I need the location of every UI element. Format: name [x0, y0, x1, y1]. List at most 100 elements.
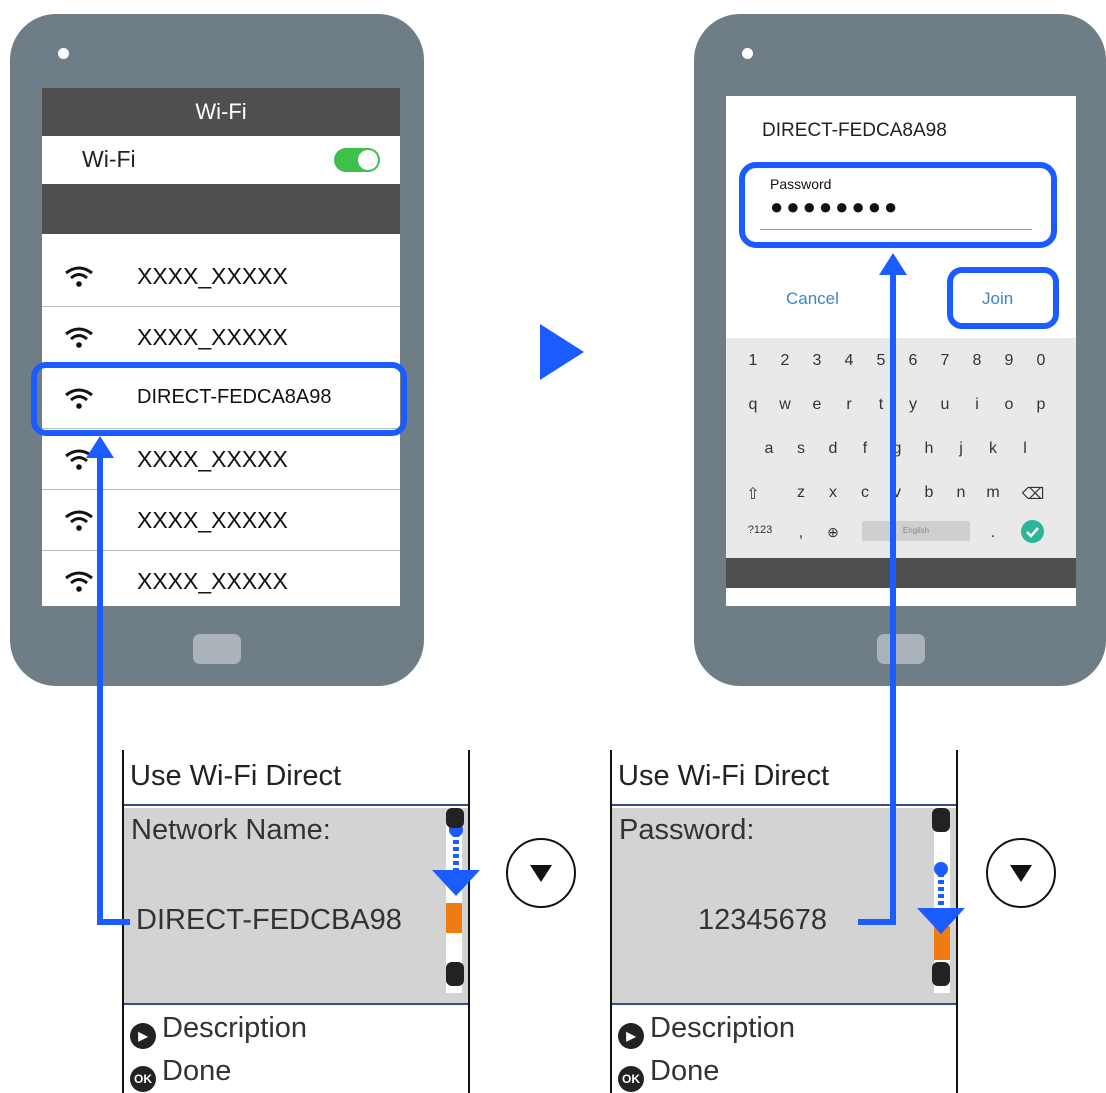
symbols-key[interactable]: ?123 [747, 524, 773, 536]
network-name: DIRECT-FEDCA8A98 [137, 386, 332, 408]
description-item[interactable]: ▶Description [130, 1012, 307, 1049]
scroll-cap [446, 808, 464, 828]
description-icon: ▶ [618, 1023, 644, 1049]
key[interactable]: 7 [940, 352, 950, 369]
key[interactable]: o [1004, 396, 1014, 413]
ok-icon: OK [618, 1066, 644, 1092]
checkmark-icon-glyph [1026, 527, 1039, 538]
description-item[interactable]: ▶Description [618, 1012, 795, 1049]
password-field[interactable]: ●●●●●●●● [770, 194, 901, 219]
network-name: XXXX_XXXXX [137, 568, 288, 594]
globe-icon[interactable]: ⊕ [827, 524, 839, 540]
key[interactable]: 1 [748, 352, 758, 369]
key[interactable]: 8 [972, 352, 982, 369]
space-key[interactable]: English [862, 521, 970, 541]
key[interactable]: r [846, 396, 852, 413]
key[interactable]: s [797, 440, 805, 457]
wifi-icon [65, 510, 93, 531]
key[interactable]: h [924, 440, 934, 457]
done-label: Done [162, 1055, 232, 1087]
key[interactable]: a [764, 440, 774, 457]
key[interactable]: g [892, 440, 902, 457]
key[interactable]: k [989, 440, 997, 457]
password-field-highlight [739, 162, 1057, 248]
key[interactable]: t [878, 396, 884, 413]
key[interactable]: b [924, 484, 934, 501]
key[interactable]: c [861, 484, 869, 501]
key[interactable]: w [779, 396, 791, 413]
key[interactable]: p [1036, 396, 1046, 413]
period-key[interactable]: . [990, 524, 996, 541]
scroll-thumb[interactable] [934, 926, 950, 960]
key[interactable]: 5 [876, 352, 886, 369]
down-button[interactable] [986, 838, 1056, 908]
camera-dot [742, 48, 753, 59]
key[interactable]: 9 [1004, 352, 1014, 369]
network-item[interactable]: XXXX_XXXXX [42, 246, 400, 307]
key[interactable]: l [1023, 440, 1027, 457]
key[interactable]: j [959, 440, 963, 457]
password-label: Password [770, 176, 832, 192]
keyboard-row-bottom: ?123 , ⊕ . [726, 524, 1076, 554]
panel-body: Password: 12345678 [612, 808, 956, 1005]
key[interactable]: 0 [1036, 352, 1046, 369]
scroll-indicator-dot [934, 862, 948, 876]
network-name: XXXX_XXXXX [137, 324, 288, 350]
keyboard-row-numbers: 1 2 3 4 5 6 7 8 9 0 [726, 352, 1076, 382]
camera-dot [58, 48, 69, 59]
field-label: Password: [619, 814, 755, 846]
network-item[interactable]: XXXX_XXXXX [42, 307, 400, 368]
home-button[interactable] [193, 634, 241, 664]
key[interactable]: d [828, 440, 838, 457]
key[interactable]: u [940, 396, 950, 413]
panel-title: Use Wi-Fi Direct [124, 750, 468, 806]
network-name: XXXX_XXXXX [137, 507, 288, 533]
network-name: XXXX_XXXXX [137, 263, 288, 289]
panel-title: Use Wi-Fi Direct [612, 750, 956, 806]
scroll-cap [446, 962, 464, 986]
comma-key[interactable]: , [798, 524, 804, 541]
join-dialog-screen: DIRECT-FEDCA8A98 Password ●●●●●●●● Cance… [726, 96, 1076, 606]
connector-arrowhead-left [86, 436, 114, 458]
scroll-thumb[interactable] [446, 903, 462, 933]
down-arrow-icon [530, 865, 552, 882]
key[interactable]: f [862, 440, 868, 457]
checkmark-icon[interactable] [1021, 520, 1044, 543]
description-icon: ▶ [130, 1023, 156, 1049]
key[interactable]: y [909, 396, 917, 413]
key[interactable]: 4 [844, 352, 854, 369]
wifi-toggle[interactable] [334, 148, 380, 172]
key[interactable]: i [975, 396, 979, 413]
left-phone: Wi-Fi Wi-Fi XXXX_XXXXX XXXX_XXXXX DIRECT… [10, 14, 424, 686]
key[interactable]: q [748, 396, 758, 413]
done-label: Done [650, 1055, 720, 1087]
play-triangle-icon [540, 324, 584, 380]
nav-bar [726, 558, 1076, 588]
connector-line-left [97, 455, 130, 925]
scroll-down-arrow-right [917, 908, 965, 934]
key[interactable]: x [829, 484, 837, 501]
key[interactable]: 3 [812, 352, 822, 369]
key[interactable]: v [893, 484, 901, 501]
printer-panel-password: Use Wi-Fi Direct Password: 12345678 ▶Des… [610, 750, 958, 1093]
home-button[interactable] [877, 634, 925, 664]
key[interactable]: 2 [780, 352, 790, 369]
join-button[interactable]: Join [982, 289, 1014, 308]
backspace-key[interactable]: ⌫ [1021, 486, 1045, 503]
cancel-button[interactable]: Cancel [786, 289, 839, 308]
connector-line-right [858, 272, 896, 925]
ok-icon: OK [130, 1066, 156, 1092]
shift-key[interactable]: ⇧ [746, 486, 760, 503]
network-item-direct[interactable]: DIRECT-FEDCA8A98 [42, 368, 400, 429]
key[interactable]: z [797, 484, 805, 501]
keyboard-row-qwerty: q w e r t y u i o p [726, 396, 1076, 426]
down-button[interactable] [506, 838, 576, 908]
key[interactable]: n [956, 484, 966, 501]
key[interactable]: m [986, 484, 1000, 501]
wifi-toggle-row: Wi-Fi [42, 136, 400, 184]
description-label: Description [650, 1012, 796, 1044]
key[interactable]: e [812, 396, 822, 413]
key[interactable]: 6 [908, 352, 918, 369]
